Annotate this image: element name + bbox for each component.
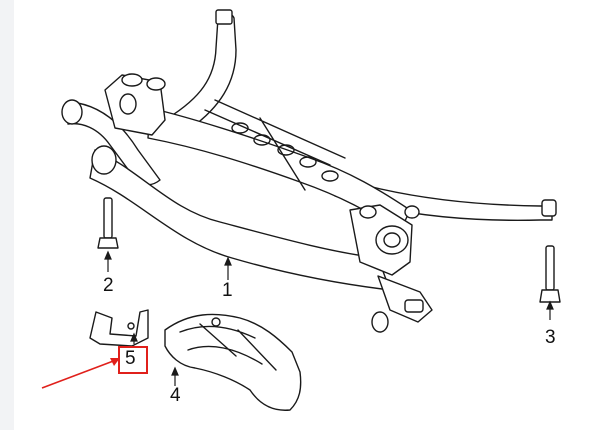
callout-4: 4 — [170, 385, 181, 406]
left-bushing — [91, 145, 117, 175]
heat-shield-4 — [164, 313, 302, 411]
lower-bushing — [371, 311, 389, 333]
highlight-arrow — [41, 358, 120, 389]
bolt-2 — [97, 197, 119, 249]
callout-5: 5 — [125, 348, 136, 369]
callout-1: 1 — [222, 280, 233, 301]
left-arm-end — [61, 99, 83, 125]
upper-stub — [215, 9, 233, 25]
callout-3: 3 — [545, 327, 556, 348]
callout-2: 2 — [103, 275, 114, 296]
callout-5-highlight-box — [118, 346, 148, 374]
right-mount-cap — [541, 199, 557, 217]
bolt-3 — [539, 245, 561, 303]
bracket-5 — [89, 309, 149, 347]
subframe — [61, 9, 557, 333]
